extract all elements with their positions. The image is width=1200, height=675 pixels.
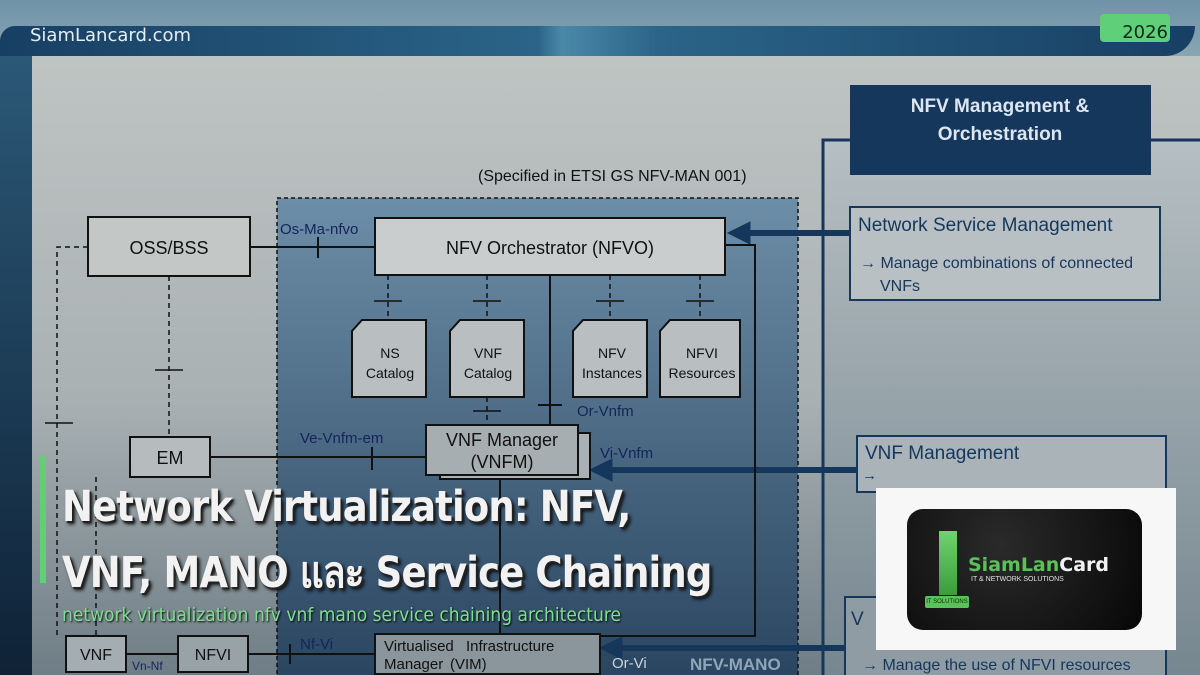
- vim-box: [374, 633, 601, 675]
- vnf-catalog-label-2: Catalog: [464, 365, 512, 381]
- logo-card: IT SOLUTIONS SiamLanCard IT & NETWORK SO…: [907, 509, 1142, 630]
- vim-label-1: Virtualised: [384, 638, 454, 655]
- nfvi-label: NFVI: [195, 647, 231, 664]
- ns-management-desc: → Manage combinations of connected: [860, 255, 1133, 272]
- logo-name: SiamLanCard: [968, 554, 1109, 576]
- logo-name-white: Card: [1059, 554, 1110, 576]
- logo-tagline: IT & NETWORK SOLUTIONS: [971, 576, 1064, 583]
- vnf-management-desc: →: [862, 467, 877, 484]
- ve-vnfm-em-label: Ve-Vnfm-em: [300, 430, 383, 447]
- title-accent-bar: [40, 455, 46, 583]
- subtitle: network virtualization nfv vnf mano serv…: [62, 604, 621, 626]
- nfvi-resources-label-2: Resources: [669, 365, 736, 381]
- vnfm-box: [425, 424, 579, 476]
- logo-bar-icon: [939, 531, 957, 595]
- siamlancard-logo: IT SOLUTIONS SiamLanCard IT & NETWORK SO…: [876, 488, 1176, 650]
- or-vi-label: Or-Vi: [612, 655, 647, 672]
- connector-lines: [126, 237, 756, 664]
- vim-label-2: Infrastructure: [466, 638, 554, 655]
- vim-label-4: (VIM): [450, 656, 487, 673]
- vim-management-title: V: [851, 609, 864, 630]
- nfvi-resources-box: [659, 319, 741, 398]
- reference-ticks: [45, 300, 714, 424]
- left-frame: [0, 56, 32, 675]
- ns-catalog-label-2: Catalog: [366, 365, 414, 381]
- nf-vi-label: Nf-Vi: [300, 636, 333, 653]
- ns-management-desc-2: VNFs: [880, 278, 920, 295]
- vnf-label: VNF: [80, 647, 112, 664]
- em-label: EM: [157, 448, 184, 468]
- nfv-instances-box: [572, 319, 648, 398]
- vi-vnfm-label: Vi-Vnfm: [600, 445, 653, 462]
- site-name: SiamLancard.com: [30, 25, 192, 46]
- oss-bss-box: [87, 216, 251, 277]
- vn-nf-label: Vn-Nf: [132, 659, 163, 673]
- nfv-instances-label-2: Instances: [582, 365, 642, 381]
- ns-management-box: [849, 206, 1161, 301]
- nfvo-box: [374, 217, 726, 276]
- ns-catalog-box: [351, 319, 427, 398]
- nfv-instances-label-1: NFV: [598, 345, 627, 361]
- nfvi-resources-label-1: NFVI: [686, 345, 718, 361]
- nfvi-box: [177, 635, 249, 673]
- ns-management-title: Network Service Management: [858, 215, 1113, 236]
- vim-management-desc: → Manage the use of NFVI resources: [862, 657, 1131, 674]
- vnfm-label-1: VNF Manager: [446, 430, 558, 450]
- logo-name-green: SiamLan: [968, 554, 1060, 576]
- side-header-line2: Orchestration: [938, 124, 1063, 145]
- spec-note: (Specified in ETSI GS NFV-MAN 001): [478, 168, 747, 185]
- side-panel-header: [850, 85, 1151, 175]
- vnfm-label-2: (VNFM): [471, 452, 534, 472]
- vnf-catalog-box: [449, 319, 525, 398]
- vnf-catalog-label-1: VNF: [474, 345, 502, 361]
- os-ma-nfvo-label: Os-Ma-nfvo: [280, 221, 358, 238]
- year-badge: 2026: [1100, 14, 1170, 43]
- vnf-management-title: VNF Management: [865, 443, 1020, 464]
- nfvo-label: NFV Orchestrator (NFVO): [446, 238, 654, 258]
- ns-catalog-label-1: NS: [380, 345, 399, 361]
- or-vnfm-label: Or-Vnfm: [577, 403, 634, 420]
- oss-bss-label: OSS/BSS: [129, 238, 208, 258]
- logo-tag: IT SOLUTIONS: [925, 596, 969, 608]
- side-header-line1: NFV Management &: [911, 96, 1090, 117]
- vim-label-3: Manager: [384, 656, 443, 673]
- title-line-1: Network Virtualization: NFV,: [62, 482, 631, 532]
- vnf-box: [65, 635, 127, 673]
- title-line-2: VNF, MANO และ Service Chaining: [62, 548, 712, 598]
- nfv-mano-label: NFV-MANO: [690, 655, 781, 674]
- em-box: [129, 436, 211, 478]
- arrows: [588, 221, 857, 660]
- header-banner: [0, 26, 1195, 56]
